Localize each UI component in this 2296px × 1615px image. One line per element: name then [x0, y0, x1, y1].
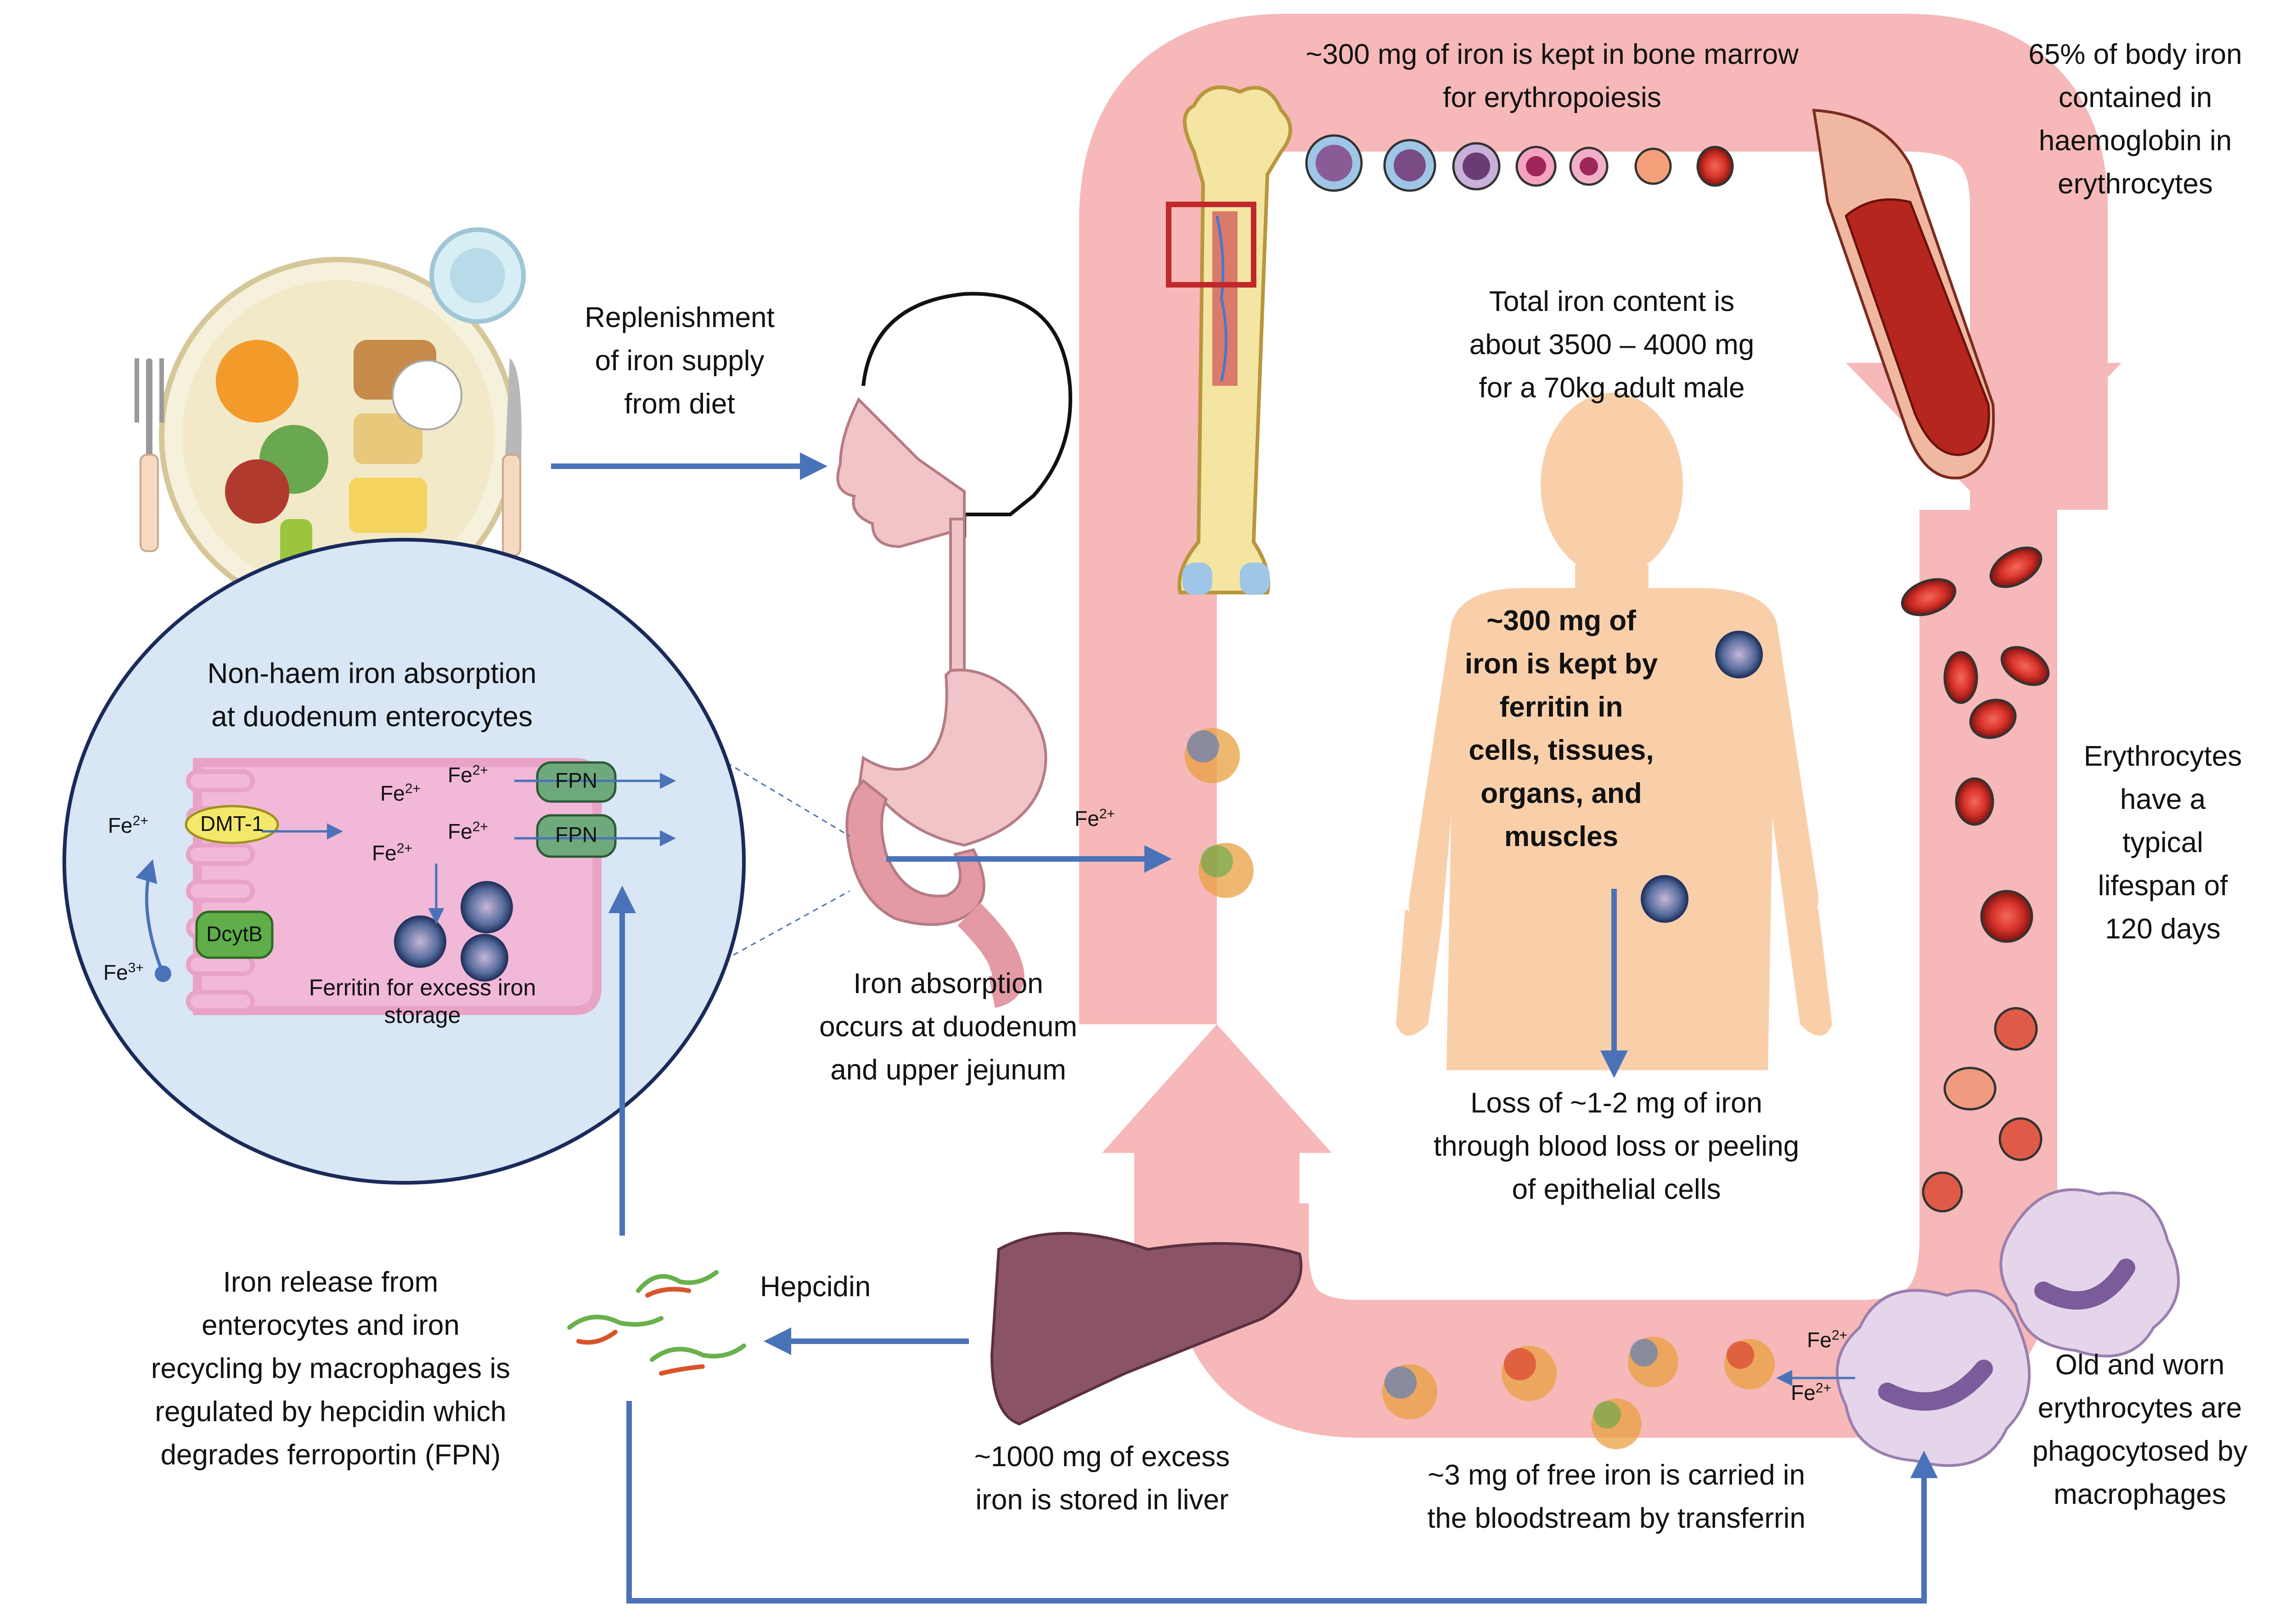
fe2-ion-cytosol-1: Fe2+ — [380, 781, 421, 805]
dcytb-enzyme — [195, 910, 274, 959]
hepcidin-peptides — [567, 1270, 746, 1376]
transferrin-proteins — [1185, 728, 1775, 1449]
dmt1-transporter — [185, 805, 279, 844]
fe2-ion-absorbed: Fe2+ — [1075, 806, 1115, 830]
fe3-ion: Fe3+ — [103, 960, 144, 984]
fpn-transporter-2 — [536, 814, 617, 858]
enterocyte-zoom-circle — [62, 538, 746, 1185]
hepcidin-label: Hepcidin — [760, 1271, 871, 1303]
erythropoiesis-cells — [1305, 134, 1734, 192]
digestive-system — [836, 292, 1072, 1008]
knife-icon — [502, 358, 522, 557]
upward-flow-arrow — [1102, 1024, 1332, 1249]
liver-illustration — [990, 1232, 1303, 1426]
fork-icon — [135, 358, 164, 552]
ferritin-molecules — [1641, 631, 1763, 923]
vessel-cross-section — [1812, 108, 1995, 480]
pathway-arrows — [135, 452, 1938, 1604]
bone-illustration — [1166, 85, 1292, 595]
erythrocytes-in-vessel — [1901, 546, 2050, 1213]
dmt1-label: DMT-1 — [200, 812, 264, 836]
human-body-silhouette — [1396, 393, 1832, 1070]
macrophages — [1835, 1188, 2180, 1467]
fe2-ion-fpn-1: Fe2+ — [448, 762, 488, 787]
dcytb-label: DcytB — [206, 922, 263, 946]
fe2-ion-macrophage-2: Fe2+ — [1791, 1380, 1831, 1405]
fpn-label-2: FPN — [555, 823, 597, 847]
fpn-label-1: FPN — [555, 768, 597, 792]
fe2-ion-fpn-2: Fe2+ — [448, 819, 488, 843]
plate-of-food — [159, 227, 526, 616]
fe3-origin-dot — [155, 966, 171, 982]
fe2-ion-cytosol-2: Fe2+ — [372, 841, 412, 865]
fe2-ion-entry: Fe2+ — [108, 813, 148, 837]
fe2-ion-macrophage-1: Fe2+ — [1807, 1327, 1847, 1352]
